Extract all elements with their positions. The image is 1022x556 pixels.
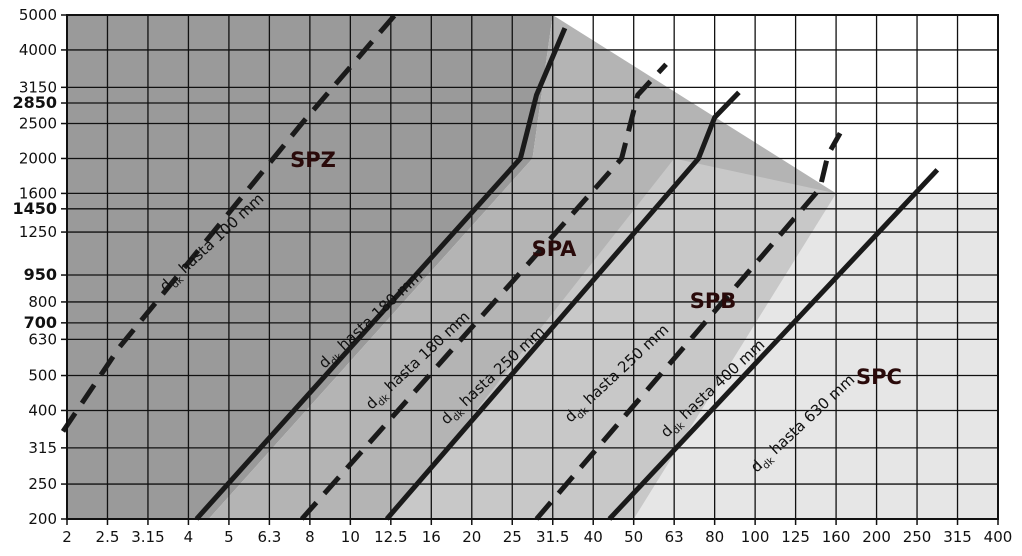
x-tick-label-125: 125 <box>781 528 810 546</box>
region-label-spc: SPC <box>856 365 902 389</box>
x-tick-label-315: 315 <box>943 528 972 546</box>
x-tick-label-20: 20 <box>462 528 481 546</box>
region-label-spz: SPZ <box>290 148 336 172</box>
y-tick-label-500: 500 <box>28 367 57 385</box>
y-tick-label-700: 700 <box>24 313 57 332</box>
y-tick-label-200: 200 <box>28 510 57 528</box>
x-tick-label-2: 2 <box>62 528 72 546</box>
y-tick-label-4000: 4000 <box>19 41 57 59</box>
x-tick-label-40: 40 <box>584 528 603 546</box>
y-tick-label-1250: 1250 <box>19 223 57 241</box>
y-tick-label-800: 800 <box>28 293 57 311</box>
x-tick-label-31.5: 31.5 <box>536 528 569 546</box>
x-tick-label-3.15: 3.15 <box>131 528 164 546</box>
y-tick-label-250: 250 <box>28 475 57 493</box>
y-tick-label-400: 400 <box>28 401 57 419</box>
curve-2-solid <box>194 27 568 521</box>
x-tick-label-200: 200 <box>862 528 891 546</box>
region-label-spb: SPB <box>690 289 737 313</box>
y-tick-label-950: 950 <box>24 265 57 284</box>
curve-6-solid <box>607 168 940 521</box>
y-tick-label-2850: 2850 <box>12 93 57 112</box>
x-tick-label-250: 250 <box>903 528 932 546</box>
curve-3-dashed <box>299 62 668 521</box>
curve-1-dashed <box>60 13 397 433</box>
x-tick-label-160: 160 <box>822 528 851 546</box>
x-tick-label-80: 80 <box>705 528 724 546</box>
x-tick-label-6.3: 6.3 <box>257 528 281 546</box>
plot-frame <box>66 14 999 520</box>
x-tick-label-8: 8 <box>305 528 315 546</box>
x-tick-label-12.5: 12.5 <box>374 528 407 546</box>
curve-5-dashed <box>534 131 843 521</box>
y-tick-label-2500: 2500 <box>19 115 57 133</box>
x-tick-label-63: 63 <box>665 528 684 546</box>
y-tick-label-630: 630 <box>28 330 57 348</box>
y-tick-label-1600: 1600 <box>19 184 57 202</box>
x-tick-label-16: 16 <box>422 528 441 546</box>
x-tick-label-100: 100 <box>741 528 770 546</box>
x-tick-label-25: 25 <box>503 528 522 546</box>
x-tick-label-10: 10 <box>341 528 360 546</box>
y-tick-label-1450: 1450 <box>12 199 57 218</box>
curve-4-solid <box>384 90 741 521</box>
x-tick-label-2.5: 2.5 <box>96 528 120 546</box>
x-tick-label-4: 4 <box>184 528 194 546</box>
y-tick-label-3150: 3150 <box>19 78 57 96</box>
y-tick-label-2000: 2000 <box>19 149 57 167</box>
y-tick-label-5000: 5000 <box>19 6 57 24</box>
x-tick-label-400: 400 <box>984 528 1013 546</box>
y-tick-label-315: 315 <box>28 439 57 457</box>
region-label-spa: SPA <box>532 237 578 261</box>
x-tick-label-5: 5 <box>224 528 234 546</box>
x-tick-label-50: 50 <box>624 528 643 546</box>
